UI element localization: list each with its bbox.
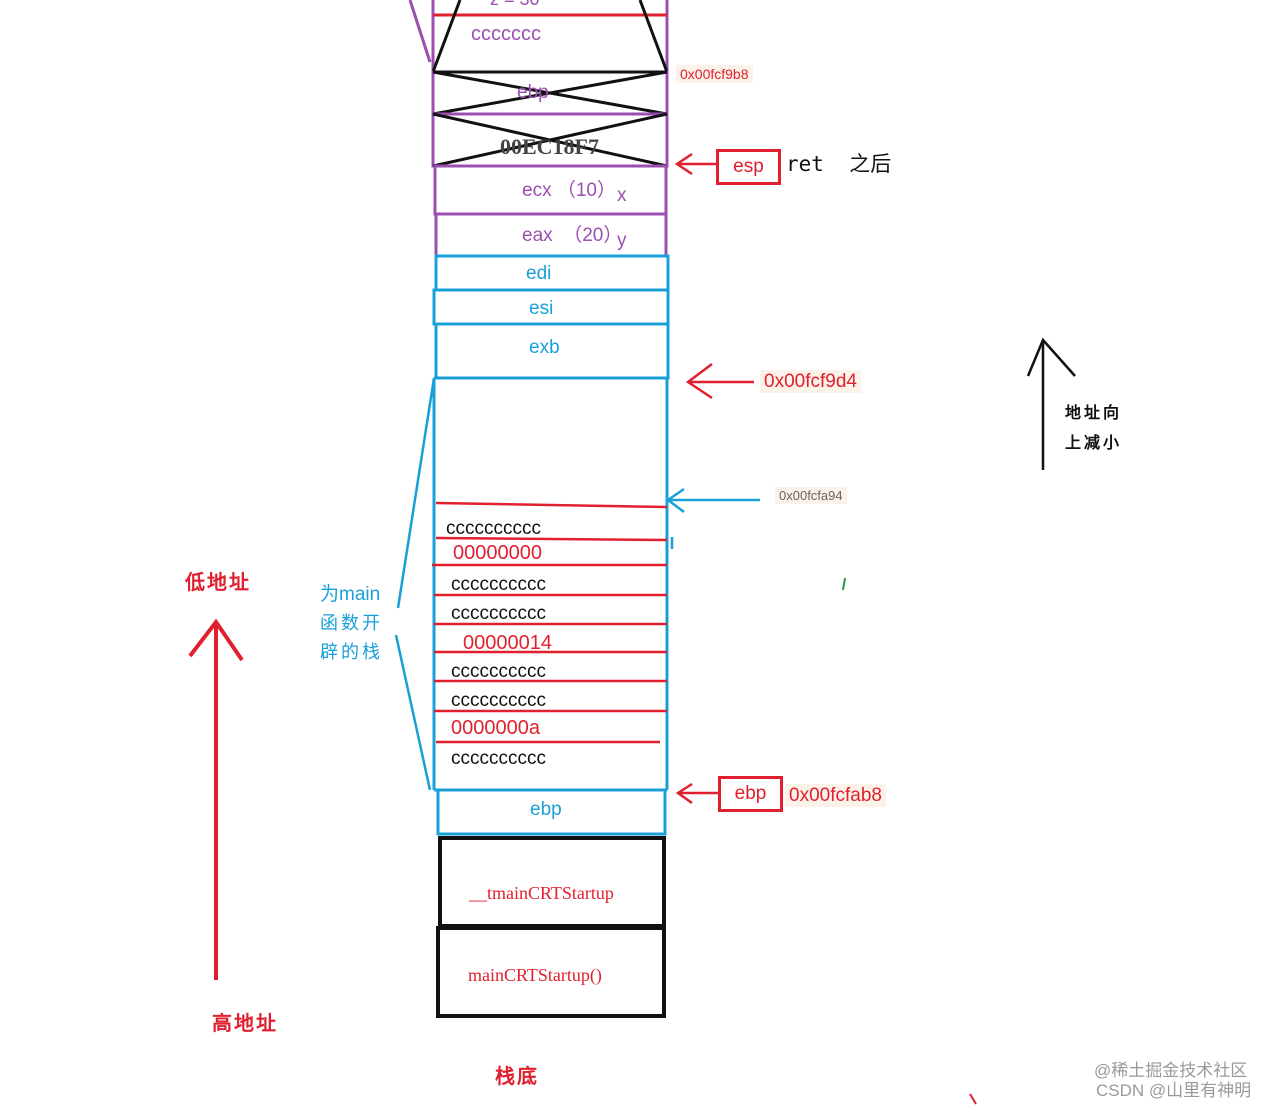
frame-maincrtstartup: [436, 926, 666, 1018]
stray-mark: [842, 577, 846, 591]
address-label-9d4: 0x00fcf9d4: [760, 370, 861, 393]
main-stack-note-line1: 为main: [320, 584, 381, 605]
main-stack-row-lines: [432, 501, 668, 744]
ecx-label: ecx （10）: [522, 180, 616, 201]
maincrt-label: mainCRTStartup(): [468, 965, 602, 985]
address-label-ab8: 0x00fcfab8: [785, 784, 886, 807]
main-row: 0000000a: [451, 717, 540, 739]
high-address-label: 高地址: [212, 1013, 278, 1035]
main-row: cccccccccc: [451, 661, 546, 682]
tmain-label: __tmainCRTStartup: [469, 883, 614, 903]
address-direction-arrow: [1026, 337, 1076, 470]
low-high-arrow: [188, 618, 244, 980]
ebp-box: ebp: [718, 776, 783, 812]
addr-a94-arrow: [665, 487, 760, 549]
esi-label: esi: [529, 298, 554, 319]
eax-label: eax （20）: [522, 225, 623, 246]
stack-bottom-label: 栈底: [495, 1066, 539, 1088]
frame-ebp-top: [431, 70, 669, 116]
ecx-var-label: x: [617, 185, 627, 206]
watermark-line1: @稀土掘金技术社区: [1094, 1061, 1248, 1080]
ebp-top-label: ebp: [517, 82, 549, 103]
main-row: cccccccccc: [451, 690, 546, 711]
ebp-arrow: [675, 782, 718, 805]
edi-label: edi: [526, 263, 552, 284]
eax-var-label: y: [617, 230, 627, 251]
esp-box: esp: [716, 149, 781, 185]
main-row: cccccccccc: [446, 518, 541, 539]
main-row: cccccccccc: [451, 574, 546, 595]
ret-after-label: ret 之后: [786, 152, 892, 176]
main-stack-brace: [394, 377, 436, 791]
frame-ebp-bottom: [436, 788, 667, 836]
cc-label-top: ccccccc: [471, 23, 541, 45]
stray-mark: [969, 1093, 977, 1105]
low-address-label: 低地址: [185, 572, 251, 594]
watermark-line2: CSDN @山里有神明: [1096, 1081, 1252, 1100]
frame-tmaincrtstartup: [438, 836, 666, 928]
ret-addr-label: 00EC18F7: [500, 134, 599, 159]
z-label: z = 30: [490, 0, 540, 8]
addr-9d4-arrow: [685, 363, 754, 400]
esp-arrow: [674, 152, 716, 176]
main-row: 00000014: [463, 632, 552, 654]
main-stack-note-line3: 辟的栈: [320, 642, 383, 662]
address-label-a94: 0x00fcfa94: [775, 487, 847, 504]
main-row: 00000000: [453, 542, 542, 564]
address-label-9b8: 0x00fcf9b8: [676, 65, 753, 83]
main-row: cccccccccc: [451, 748, 546, 769]
ebp-bottom-label: ebp: [530, 799, 562, 820]
main-row: cccccccccc: [451, 603, 546, 624]
exb-label: exb: [529, 337, 560, 358]
address-direction-line2: 上减小: [1065, 435, 1123, 452]
top-partial-frame: [408, 0, 669, 73]
frame-edi: [434, 254, 670, 292]
main-stack-note-line2: 函数开: [320, 613, 383, 633]
address-direction-line1: 地址向: [1065, 405, 1123, 422]
